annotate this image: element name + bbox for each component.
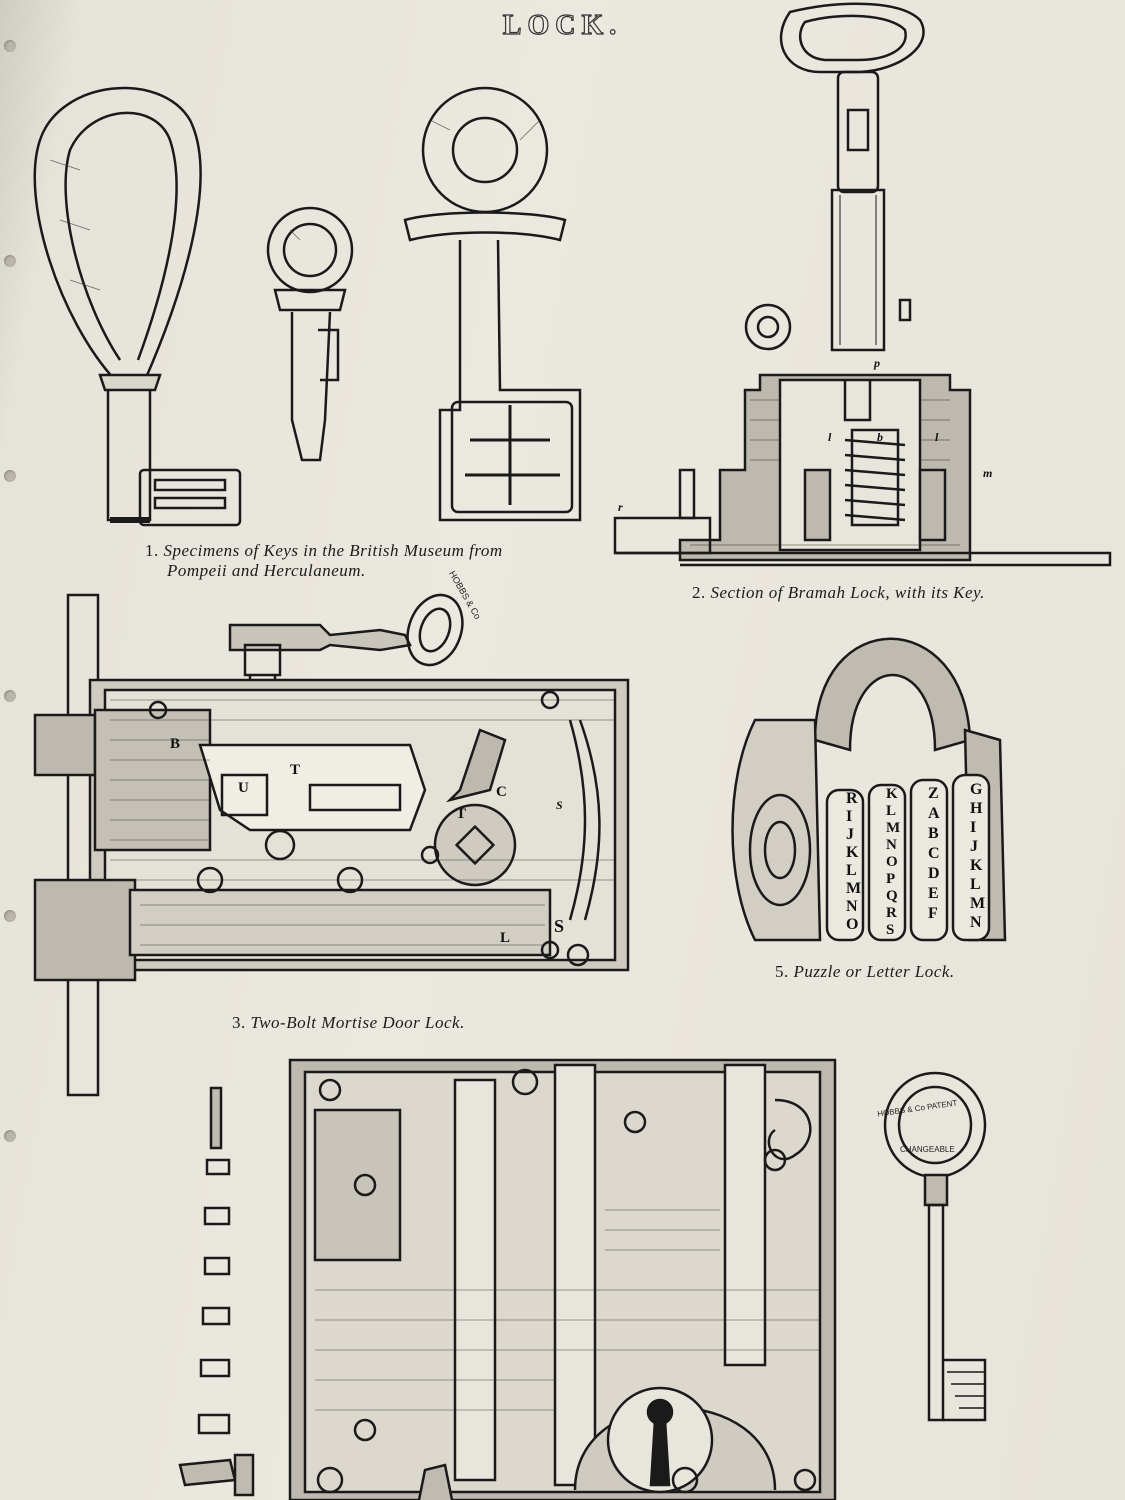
binding-hole — [4, 910, 16, 922]
label-S: S — [554, 916, 565, 936]
label-l-left: l — [828, 430, 832, 444]
changeable-lock-illustration — [178, 1058, 987, 1500]
label-B: B — [170, 736, 181, 752]
binding-hole — [4, 1130, 16, 1142]
letter-lock-illustration — [731, 637, 1007, 942]
page-title: LOCK. — [502, 9, 623, 41]
label-p: p — [874, 356, 880, 370]
figure-3-caption: 3. Two-Bolt Mortise Door Lock. — [232, 1013, 465, 1032]
label-r: r — [618, 500, 623, 514]
label-l-right: l — [935, 430, 939, 444]
figure-5-caption: 5. Puzzle or Letter Lock. — [775, 962, 955, 981]
figure-1-caption: 1. Specimens of Keys in the British Muse… — [145, 541, 503, 580]
bramah-lock-illustration — [613, 2, 1112, 567]
label-U: U — [238, 780, 249, 796]
binding-hole — [4, 690, 16, 702]
mortise-door-lock-illustration — [33, 593, 630, 1097]
ring-2-letters: KLMNOPQRS — [886, 786, 901, 938]
ancient-keys-illustration — [33, 86, 582, 527]
label-L: L — [500, 930, 511, 946]
label-b: b — [877, 430, 883, 444]
binding-hole — [4, 470, 16, 482]
label-C: C — [496, 784, 507, 800]
figure-2-caption: 2. Section of Bramah Lock, with its Key. — [692, 583, 985, 602]
ring-4-letters: GHIJKLMN — [970, 781, 986, 931]
ring-1-letters: RIJKLMNO — [846, 790, 862, 933]
label-m: m — [983, 466, 993, 480]
binding-hole — [4, 40, 16, 52]
label-T-follower: T — [456, 806, 467, 822]
binding-hole — [4, 255, 16, 267]
label-s: S — [556, 798, 563, 812]
ring-3-letters: ZABCDEF — [928, 785, 940, 922]
label-T-tumbler: T — [290, 762, 301, 778]
key-stamp-changeable: CHANGEABLE — [900, 1145, 955, 1154]
